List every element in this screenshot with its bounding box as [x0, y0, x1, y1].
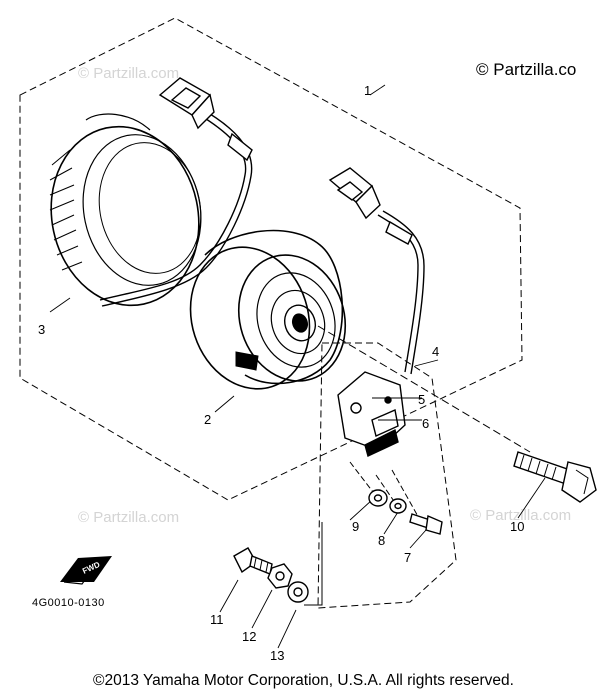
callout-13: 13 [270, 648, 284, 663]
screw-7 [409, 513, 443, 535]
callout-3: 3 [38, 322, 45, 337]
callout-5: 5 [418, 392, 425, 407]
partzilla-brand: © Partzilla.co [476, 60, 577, 79]
watermark-bottom-left: © Partzilla.com [78, 509, 179, 526]
callout-10: 10 [510, 519, 524, 534]
diagram-code: 4G0010-0130 [32, 597, 105, 609]
washer-8 [389, 498, 407, 514]
callout-7: 7 [404, 550, 411, 565]
callout-12: 12 [242, 629, 256, 644]
callout-9: 9 [352, 519, 359, 534]
nut-12 [267, 563, 293, 589]
watermark-top: © Partzilla.com [78, 65, 179, 82]
stator-wire-harness [99, 107, 253, 307]
washer-13 [287, 581, 309, 603]
stator-connector [158, 77, 215, 130]
pickup-connector [328, 167, 381, 220]
callout-6: 6 [422, 416, 429, 431]
stator-coil [49, 113, 202, 307]
bolt-10 [513, 451, 597, 503]
hardware-boundary [317, 342, 457, 609]
copyright-notice: ©2013 Yamaha Motor Corporation, U.S.A. A… [93, 672, 514, 689]
fwd-badge: FWD [60, 556, 112, 585]
callout-11: 11 [210, 612, 224, 627]
washer-9 [368, 489, 388, 507]
callout-8: 8 [378, 533, 385, 548]
pickup-wire [377, 210, 425, 375]
callout-4: 4 [432, 344, 439, 359]
callout-1: 1 [364, 83, 371, 98]
pickup-coil-assembly [337, 371, 406, 457]
flywheel-rotor [189, 229, 347, 390]
assembly-boundary [19, 17, 523, 501]
screw-11 [233, 547, 273, 575]
callout-2: 2 [204, 412, 211, 427]
exploded-view-lines [49, 84, 546, 649]
watermark-bottom-right: © Partzilla.com [470, 507, 571, 524]
